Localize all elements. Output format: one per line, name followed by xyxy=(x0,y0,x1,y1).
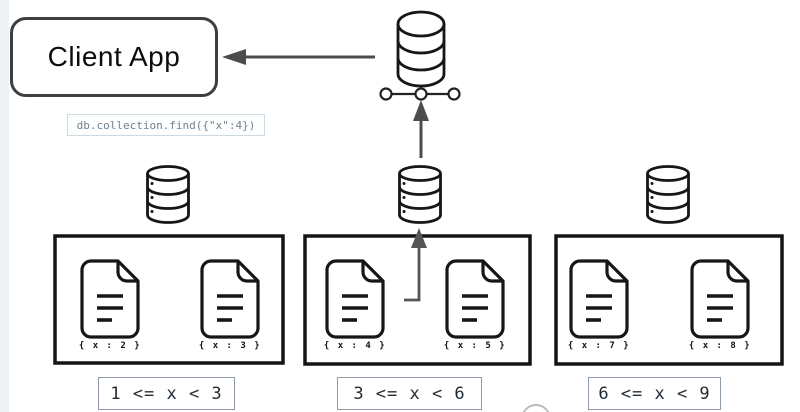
arrow-chunk-to-shard xyxy=(404,228,427,302)
document-icon-x7 xyxy=(569,259,629,339)
shard-1-chunk-box xyxy=(53,234,285,365)
shard-1-range-box: 1 <= x < 3 xyxy=(98,377,235,410)
shard-3-chunk-box xyxy=(554,234,784,366)
shard-1-range-label: 1 <= x < 3 xyxy=(110,383,223,404)
document-label: { x : 3 } xyxy=(198,341,262,351)
document-label: { x : 5 } xyxy=(443,341,507,351)
shard-3-database-icon xyxy=(646,165,690,224)
document-icon-x8 xyxy=(690,259,750,339)
document-icon-x2 xyxy=(80,259,140,339)
arrow-router-to-client xyxy=(222,49,375,65)
shard-3-range-label: 6 <= x < 9 xyxy=(598,383,711,404)
page-edge-stripe xyxy=(0,0,9,412)
query-code-box: db.collection.find({"x":4}) xyxy=(67,114,265,136)
client-app-box: Client App xyxy=(10,17,218,97)
document-label: { x : 2 } xyxy=(78,341,142,351)
document-icon-x3 xyxy=(200,259,260,339)
shard-1-database-icon xyxy=(146,165,190,224)
document-label: { x : 4 } xyxy=(323,341,387,351)
document-label: { x : 8 } xyxy=(688,341,752,351)
shard-2-database-icon xyxy=(398,165,442,224)
shard-3-range-box: 6 <= x < 9 xyxy=(588,377,721,410)
document-icon-x4 xyxy=(325,259,385,339)
document-icon-x5 xyxy=(445,259,505,339)
arrow-shard-to-router xyxy=(413,100,429,158)
query-code-text: db.collection.find({"x":4}) xyxy=(76,118,256,132)
shard-2-range-box: 3 <= x < 6 xyxy=(337,377,482,410)
network-nodes-icon xyxy=(379,86,461,101)
shard-2-range-label: 3 <= x < 6 xyxy=(353,383,466,404)
router-database-icon xyxy=(396,10,446,88)
document-label: { x : 7 } xyxy=(567,341,631,351)
client-app-label: Client App xyxy=(47,41,181,72)
